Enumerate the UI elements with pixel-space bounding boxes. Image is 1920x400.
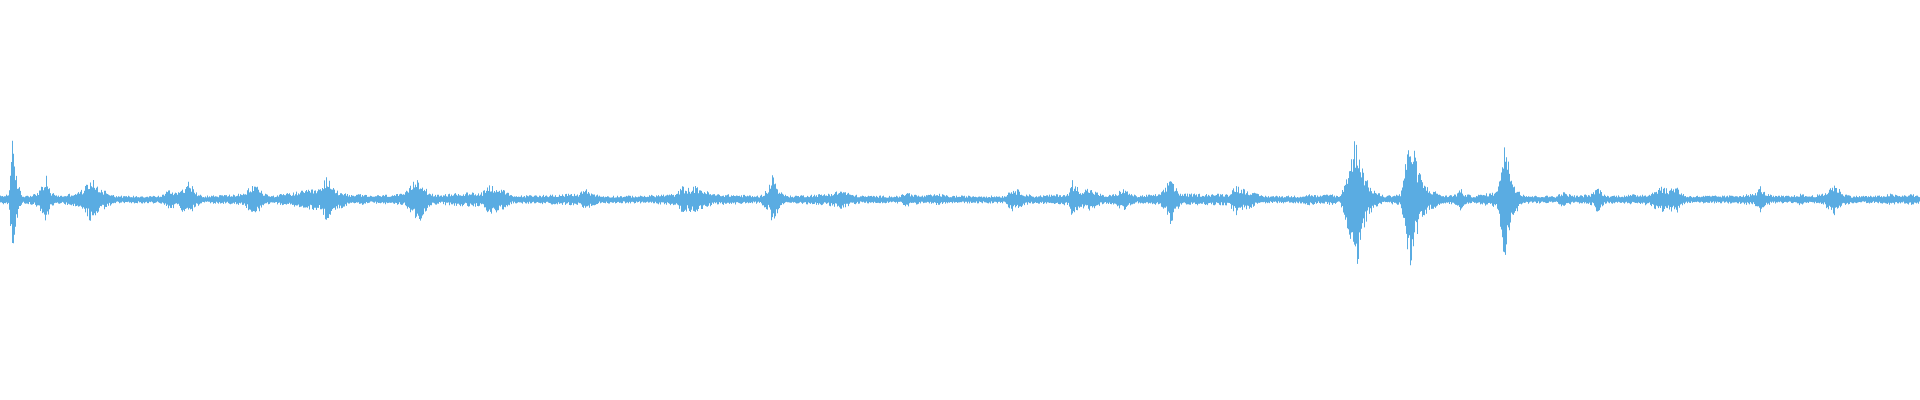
- waveform-samples: [0, 140, 1920, 266]
